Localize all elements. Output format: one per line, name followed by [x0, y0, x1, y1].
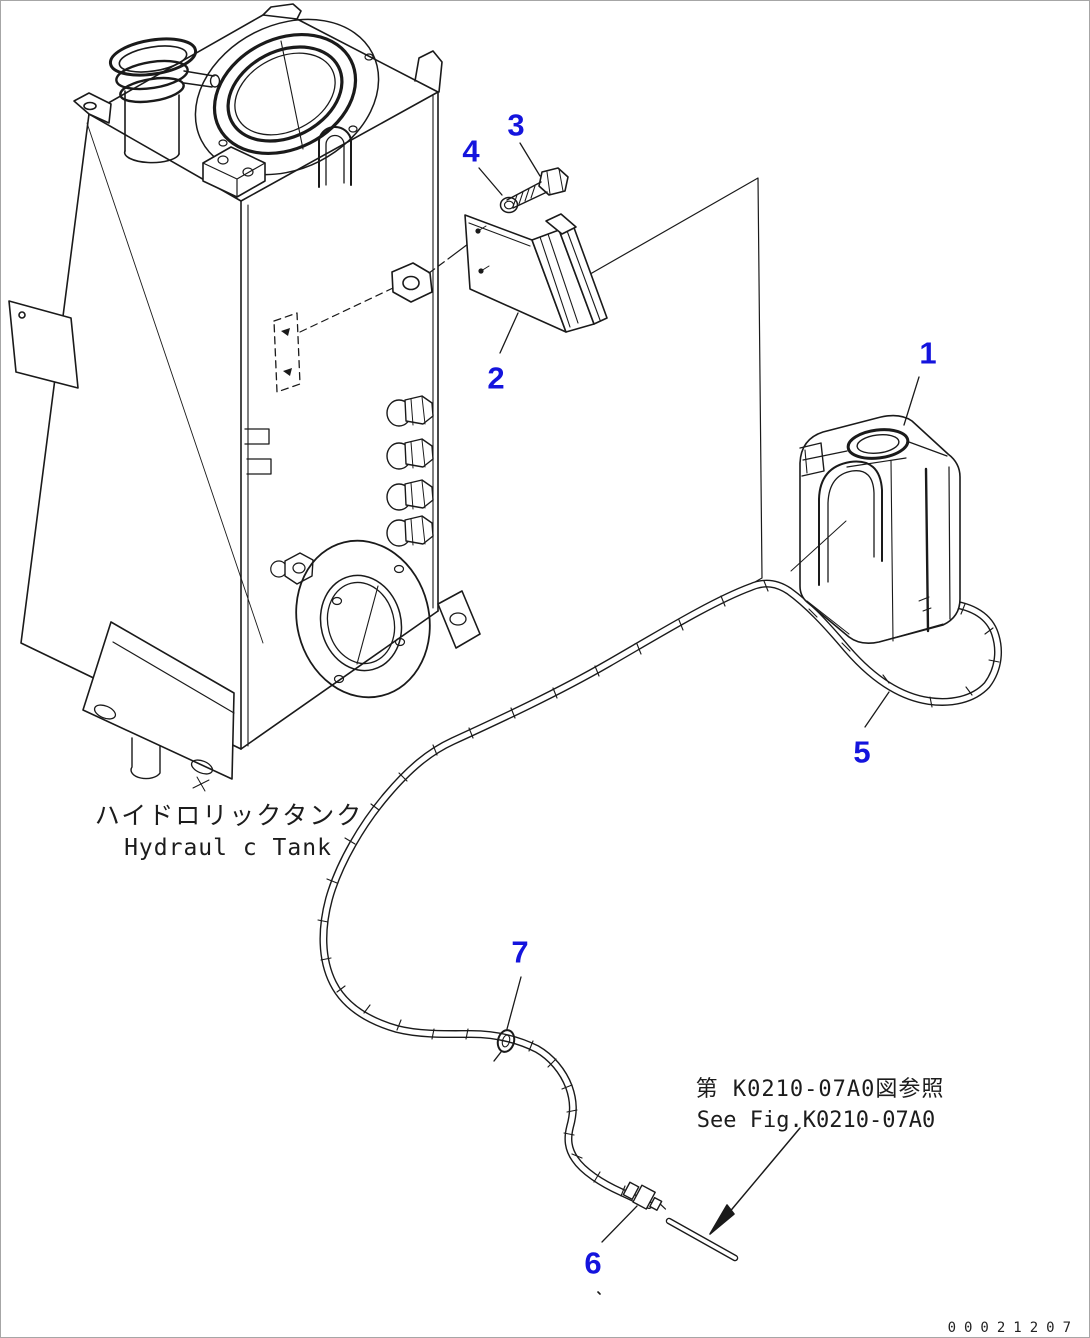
- callout-1-reservoir-tank[interactable]: 1: [919, 335, 937, 371]
- tank-fittings: [386, 395, 434, 547]
- callout-6-fitting[interactable]: 6: [584, 1245, 602, 1281]
- hose-inner: [320, 580, 1001, 1208]
- tank-caption-english: Hydraul c Tank: [124, 835, 332, 861]
- callout-7-clamp[interactable]: 7: [511, 934, 529, 970]
- callout-leader-lines: [478, 142, 920, 1295]
- hose-clamp-drawing: [493, 1029, 516, 1062]
- mounting-panel-outline: [570, 177, 763, 613]
- hose-braid-ticks: [317, 580, 1000, 1197]
- reference-arrow: [709, 1127, 801, 1235]
- bracket-drawing: [464, 213, 608, 333]
- connecting-hose-drawing: [665, 1217, 739, 1262]
- bolt-drawing: [506, 167, 569, 209]
- tank-caption-japanese: ハイドロリックタンク: [94, 801, 364, 830]
- callout-5-hose[interactable]: 5: [853, 734, 871, 770]
- callout-2-bracket[interactable]: 2: [487, 360, 505, 396]
- callout-3-bolt[interactable]: 3: [507, 107, 525, 143]
- reservoir-tank-drawing: [790, 414, 961, 644]
- see-fig-caption-english: See Fig.K0210-07A0: [696, 1108, 936, 1133]
- document-number: 00021207: [947, 1320, 1079, 1336]
- callout-4-washer[interactable]: 4: [462, 133, 480, 169]
- hose-drawing: [317, 579, 1003, 1209]
- washer-drawing: [499, 196, 519, 214]
- see-fig-caption-japanese: 第 K0210-07A0図参照: [695, 1077, 945, 1102]
- hose-fitting-drawing: [622, 1181, 667, 1211]
- hydraulic-tank-drawing: [8, 3, 481, 792]
